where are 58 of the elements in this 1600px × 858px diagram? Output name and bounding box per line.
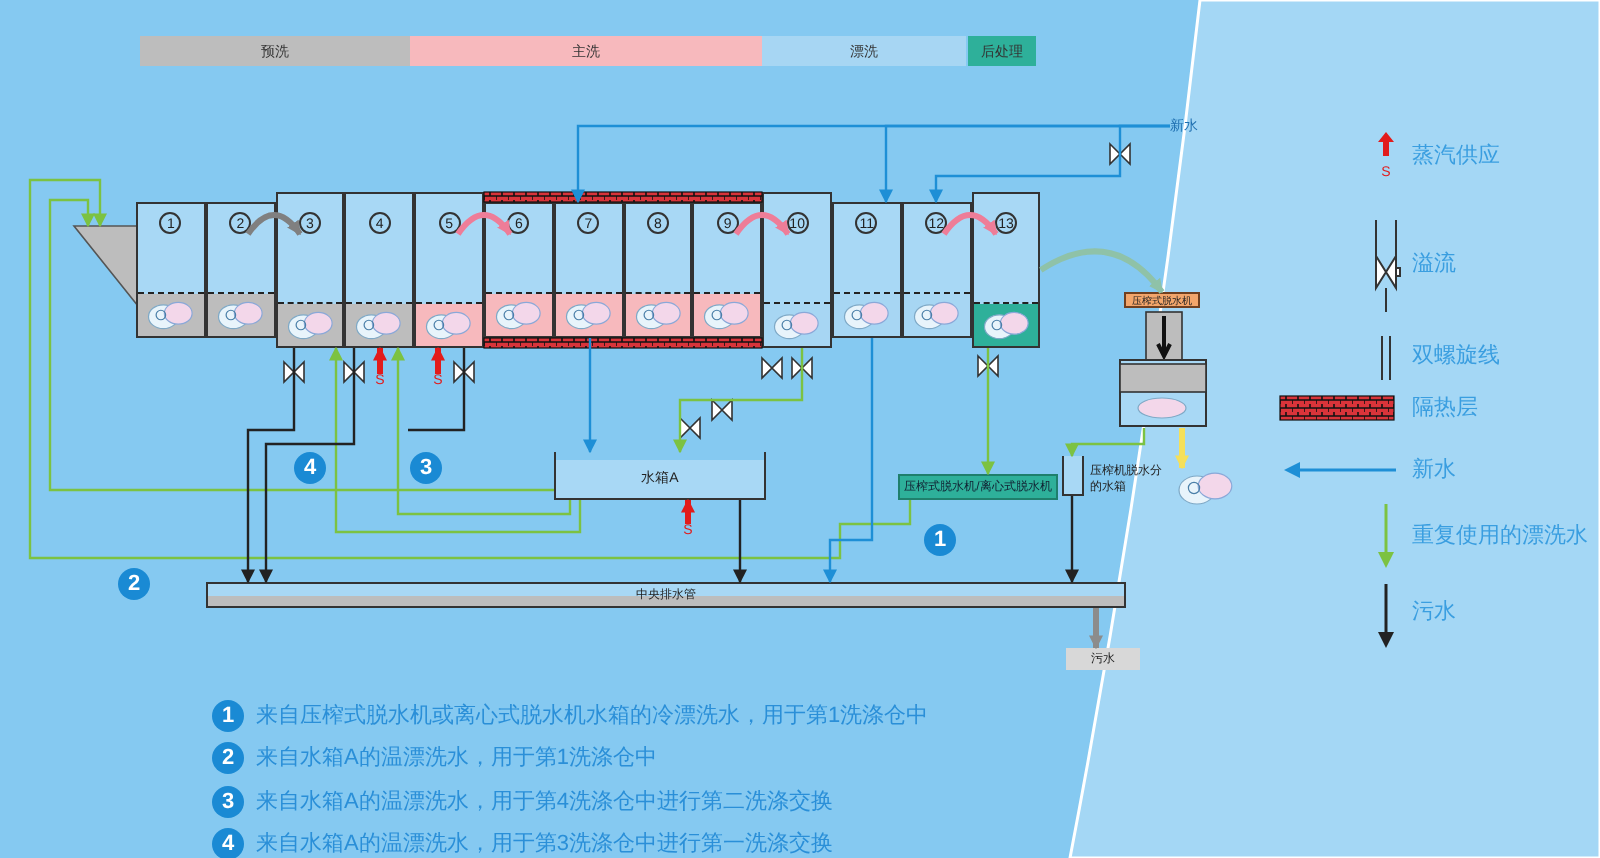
wash-compartment <box>832 202 902 338</box>
transfer-arrow <box>1039 248 1165 294</box>
pipe-arrow <box>823 338 874 584</box>
pipe-arrow <box>259 348 356 584</box>
pipe-arrow <box>329 346 582 534</box>
transfer-arrow <box>941 212 999 236</box>
water-tank <box>1062 456 1084 496</box>
wash-compartment <box>205 202 276 338</box>
pipe-arrow <box>1089 608 1103 650</box>
callout-number: 1 <box>924 524 956 556</box>
callout-number: 4 <box>294 452 326 484</box>
wash-compartment <box>901 202 972 338</box>
wash-compartment <box>414 192 484 348</box>
pipe-arrow <box>1065 428 1146 458</box>
wash-compartment <box>484 202 554 338</box>
wash-compartment <box>344 192 415 348</box>
pipe-arrow <box>733 500 747 584</box>
wash-compartment <box>971 192 1041 348</box>
callout-number: 3 <box>410 452 442 484</box>
legend-label: 新水 <box>1412 455 1456 486</box>
pipe-arrow <box>48 198 554 492</box>
pipe-arrow <box>241 348 296 584</box>
pipe-arrow <box>673 348 804 454</box>
callout-number: 1 <box>212 700 244 732</box>
steam-arrow <box>681 498 695 524</box>
callout-number: 2 <box>118 568 150 600</box>
legend-label: 蒸汽供应 <box>1412 141 1500 172</box>
pipe-arrow <box>391 346 572 516</box>
pipe-arrow <box>929 124 1170 204</box>
wash-compartment <box>553 202 624 338</box>
water-tank <box>554 452 766 500</box>
wash-compartment <box>275 192 345 348</box>
wash-compartment <box>692 202 763 338</box>
callout-number: 2 <box>212 742 244 774</box>
pipe-arrow <box>1065 496 1079 584</box>
pipe-arrow <box>583 338 597 454</box>
note-text: 来自水箱A的温漂洗水，用于第1洗涤仓中 <box>256 744 657 772</box>
steam-arrow <box>373 346 387 374</box>
loading-hopper <box>74 226 138 306</box>
pipe-arrow <box>981 348 995 476</box>
transfer-arrow <box>733 212 791 236</box>
wash-compartment <box>762 192 832 348</box>
pipe-arrow <box>1175 428 1189 470</box>
legend-label: 重复使用的漂洗水 <box>1412 522 1588 552</box>
note-text: 来自压榨式脱水机或离心式脱水机水箱的冷漂洗水，用于第1洗涤仓中 <box>256 702 929 730</box>
legend-label: 双螺旋线 <box>1412 341 1500 372</box>
steam-arrow <box>431 346 445 374</box>
legend-label: 污水 <box>1412 598 1456 628</box>
laundry-pile-icon <box>1176 468 1236 508</box>
callout-number: 4 <box>212 828 244 858</box>
legend-label: 隔热层 <box>1412 394 1478 424</box>
wash-compartment <box>623 202 693 338</box>
note-text: 来自水箱A的温漂洗水，用于第3洗涤仓中进行第一洗涤交换 <box>256 830 833 858</box>
legend-label: 溢流 <box>1412 249 1456 280</box>
wash-compartment <box>136 202 206 338</box>
pipe-arrow <box>28 178 912 560</box>
note-text: 来自水箱A的温漂洗水，用于第4洗涤仓中进行第二洗涤交换 <box>256 788 833 816</box>
callout-number: 3 <box>212 786 244 818</box>
